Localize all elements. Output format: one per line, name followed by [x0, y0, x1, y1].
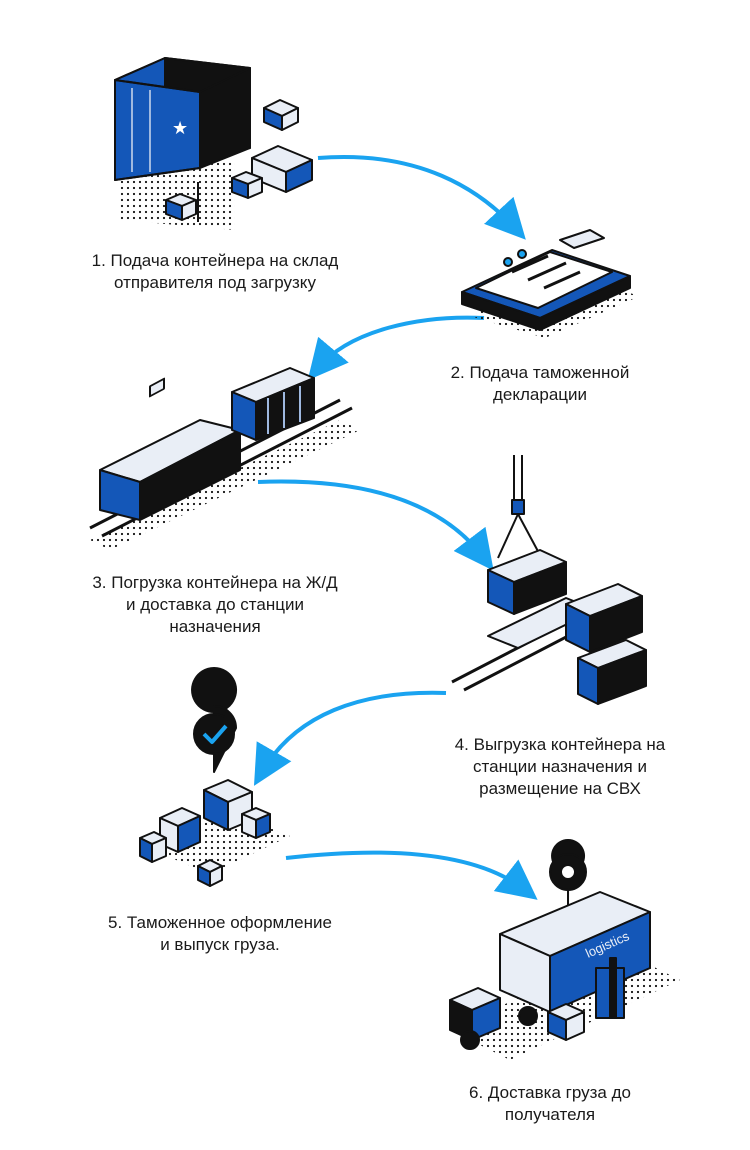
step-1-label: 1. Подача контейнера на склад отправител…: [91, 251, 339, 292]
train-icon: [89, 367, 360, 550]
step-2-label: 2. Подача таможенной декларации: [450, 363, 630, 404]
step-5-label: 5. Таможенное оформление и выпуск груза.: [108, 913, 332, 954]
shipping-container-icon: ★: [114, 57, 313, 230]
customs-clearance-icon: [139, 667, 290, 887]
arrow-5-to-6: [285, 850, 538, 900]
arrow-3-to-4: [257, 479, 494, 571]
flow-arrows: [253, 155, 538, 900]
step-6-label: 6. Доставка груза до получателя: [469, 1083, 631, 1124]
step-3-label: 3. Погрузка контейнера на Ж/Д и доставка…: [92, 573, 338, 636]
svg-text:★: ★: [172, 118, 188, 138]
arrow-4-to-5: [253, 690, 447, 786]
step-4-label: 4. Выгрузка контейнера на станции назнач…: [454, 735, 666, 798]
clipboard-declaration-icon: [461, 229, 640, 338]
arrow-1-to-2: [317, 155, 526, 240]
crane-unloading-icon: [451, 455, 647, 705]
delivery-truck-icon: logistics: [449, 839, 680, 1060]
arrow-2-to-3: [307, 315, 485, 381]
